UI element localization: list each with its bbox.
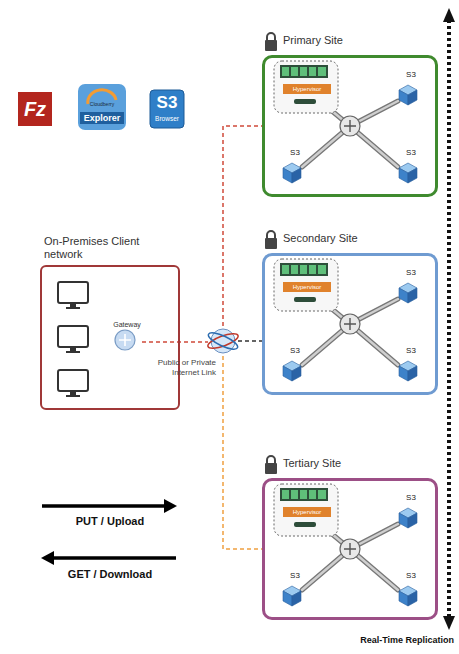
cube-node: S3 [397,148,425,186]
cube-node: S3 [397,493,425,531]
cube-label: S3 [397,571,425,581]
arrow-caption: PUT / Upload [40,514,180,528]
cube-node: S3 [281,346,309,384]
cube-label: S3 [397,493,425,503]
cube-node: S3 [397,70,425,108]
site-heading: Tertiary Site [283,457,341,469]
logo-text: Fz [18,92,52,126]
site-node: Primary SiteHypervisorS3S3S3 [262,55,438,197]
hyper-node: Hypervisor [283,507,331,517]
cube-label: S3 [281,148,309,158]
cube-node: S3 [397,346,425,384]
globe-node: Public or Private Internet Link [208,326,238,356]
link-line [223,126,262,326]
cube-node: S3 [397,571,425,609]
client-node: On-Premises Client networkGateway [40,265,180,410]
cube-node: S3 [281,148,309,186]
globe-label: Public or Private Internet Link [142,358,216,378]
gateway-node: Gateway [112,320,142,364]
cube-node: S3 [281,571,309,609]
cube-node: S3 [397,268,425,306]
cube-label: S3 [281,571,309,581]
hyper-label: Hypervisor [283,507,331,517]
link-line [223,356,262,549]
site-heading: Secondary Site [283,232,358,244]
link-line [238,340,262,342]
logo-text: Cloudberry [80,101,124,108]
cube-label: S3 [397,70,425,80]
site-node: Tertiary SiteHypervisorS3S3S3 [262,478,438,620]
hyper-node: Hypervisor [283,282,331,292]
cube-label: S3 [281,346,309,356]
arrow-caption: GET / Download [40,567,180,581]
logo-text: Explorer [80,112,124,124]
hyper-label: Hypervisor [283,282,331,292]
gateway-label: Gateway [106,320,148,329]
logo-text: S3 [150,93,184,113]
hyper-node: Hypervisor [283,84,331,94]
network-heading: On-Premises Client network [44,235,144,261]
logo-text: Browser [150,114,184,123]
replication-caption: Real-Time Replication [320,634,454,646]
cube-label: S3 [397,346,425,356]
hyper-label: Hypervisor [283,84,331,94]
cube-label: S3 [397,148,425,158]
site-heading: Primary Site [283,34,343,46]
link-line [142,341,208,343]
cube-label: S3 [397,268,425,278]
site-node: Secondary SiteHypervisorS3S3S3 [262,253,438,395]
